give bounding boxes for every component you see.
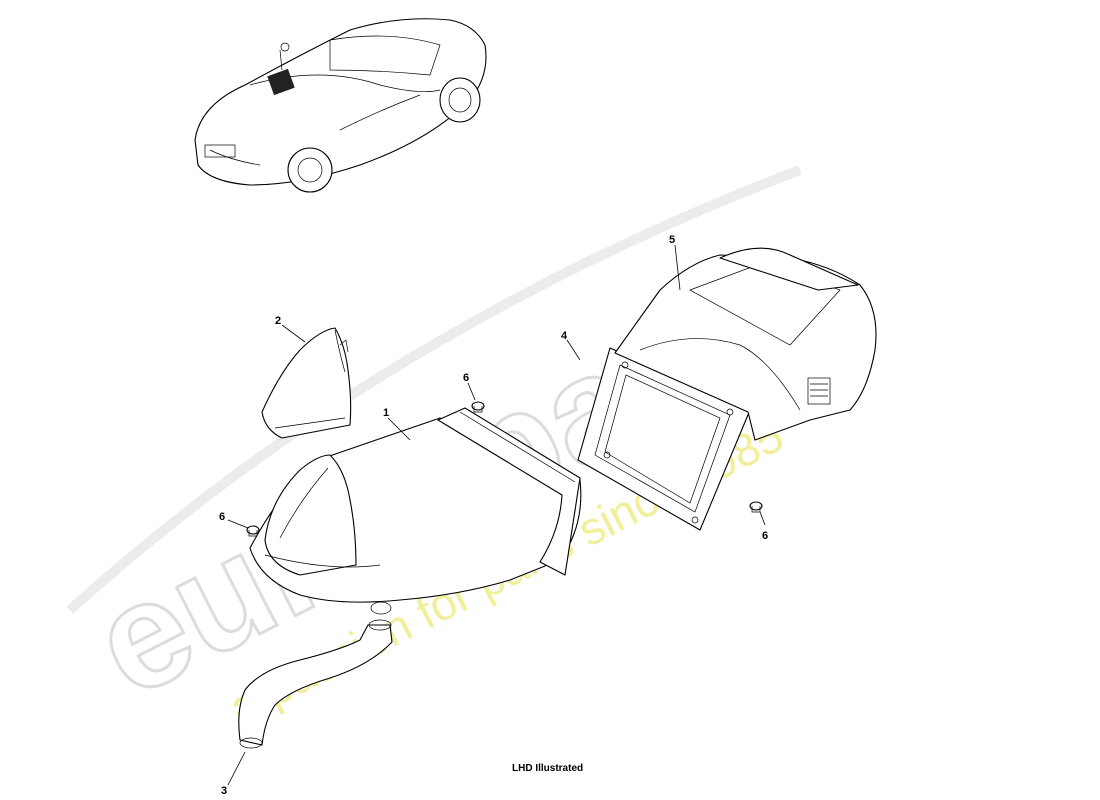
part-6-fasteners bbox=[246, 401, 763, 537]
highlighted-area bbox=[267, 68, 295, 96]
callout-2: 2 bbox=[275, 315, 281, 327]
car-overview bbox=[194, 18, 487, 193]
fastener-left bbox=[246, 525, 260, 537]
fastener-right bbox=[749, 501, 763, 513]
part-5-duct bbox=[614, 247, 877, 441]
grille-shape bbox=[204, 144, 236, 158]
callout-4: 4 bbox=[561, 330, 568, 342]
callouts: 1 2 3 4 5 6 6 6 bbox=[219, 234, 768, 797]
rear-wheel bbox=[439, 77, 481, 123]
callout-3: 3 bbox=[221, 785, 227, 797]
callout-6-right: 6 bbox=[762, 530, 768, 542]
part-1-airbox bbox=[249, 407, 582, 615]
callout-6-left: 6 bbox=[219, 511, 225, 523]
watermark-swoosh bbox=[66, 165, 802, 614]
part-2-cover bbox=[261, 327, 352, 439]
duct-grille bbox=[807, 377, 831, 405]
front-wheel bbox=[287, 147, 333, 193]
part-3-hose bbox=[238, 619, 393, 749]
diagram-caption: LHD Illustrated bbox=[512, 763, 583, 774]
fastener-top bbox=[471, 401, 485, 413]
callout-6-top: 6 bbox=[463, 372, 469, 384]
callout-5: 5 bbox=[669, 234, 675, 246]
callout-1: 1 bbox=[383, 407, 389, 419]
leader-lines bbox=[227, 244, 766, 786]
